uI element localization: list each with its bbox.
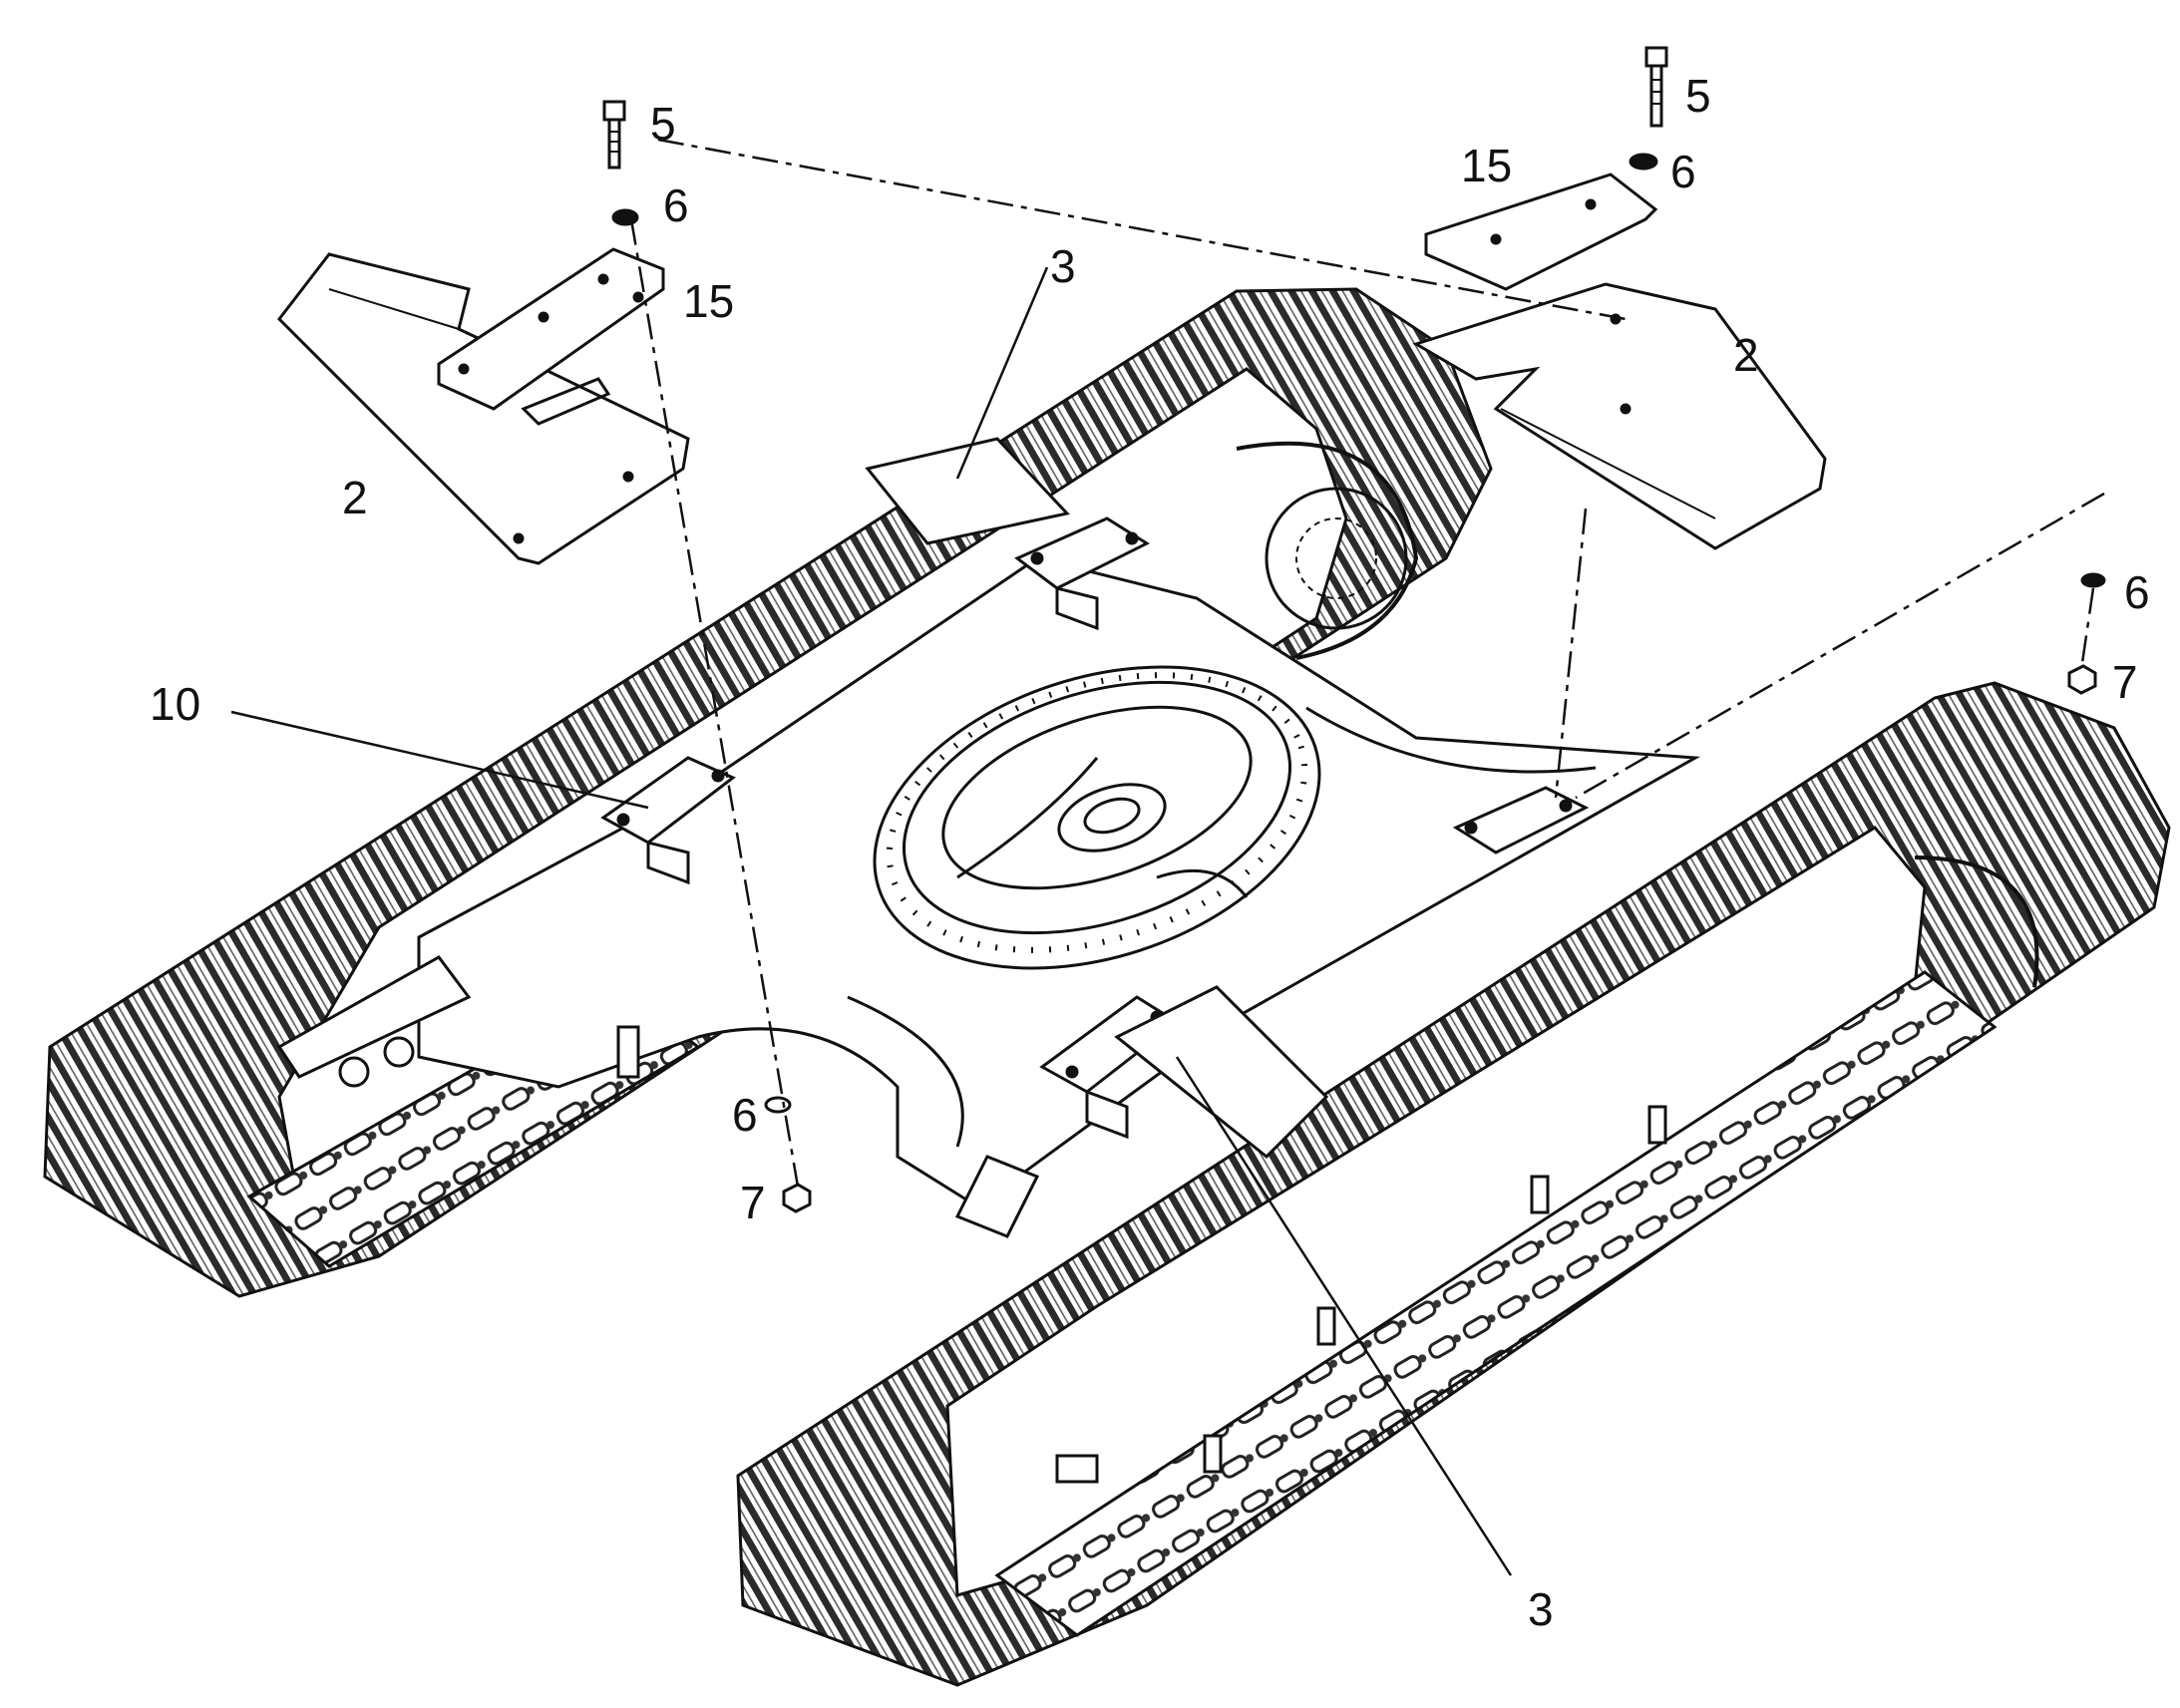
label-6-right-top: 6: [1670, 146, 1696, 197]
label-15-right: 15: [1461, 140, 1512, 191]
washer-6-right-side: [2080, 572, 2106, 588]
label-7-left: 7: [740, 1177, 766, 1228]
mount-bracket-rear: [1452, 786, 1590, 854]
carbody-front-curve: [847, 995, 964, 1148]
right-track-frame: [945, 826, 1927, 1597]
label-3-top: 3: [1050, 240, 1076, 292]
frame-bracket: [1316, 1306, 1336, 1346]
nut-7-left: [782, 1183, 812, 1213]
assembly-center-lines: [629, 138, 2105, 1188]
label-3-bottom: 3: [1528, 1583, 1554, 1635]
label-7-right: 7: [2112, 656, 2138, 708]
label-10: 10: [150, 678, 200, 730]
carbody-back-curve: [1305, 706, 1597, 774]
guard-plate-2-left: [277, 252, 690, 565]
frame-bracket: [1647, 1105, 1667, 1145]
washer-6-right-top: [1629, 153, 1658, 171]
right-idler-arc: [1914, 855, 2039, 988]
frame-bracket: [1203, 1434, 1223, 1474]
carbody-left-arm: [276, 955, 472, 1079]
label-5-left: 5: [650, 98, 676, 150]
leader-10: [230, 710, 649, 810]
left-idler-arc: [1236, 441, 1419, 660]
swing-bearing: [873, 665, 1321, 970]
leader-lines: [230, 266, 1513, 1576]
label-6-left-bottom: 6: [732, 1089, 758, 1141]
guard-plate-3-top: [865, 437, 1070, 545]
exploded-parts-left: [277, 100, 812, 1213]
mount-bracket-3-top: [1014, 516, 1151, 590]
shim-plate-15-right: [1424, 172, 1658, 291]
exploded-parts-right: [1412, 46, 2106, 695]
bearing-bolt-circle: [886, 672, 1308, 953]
label-15-left: 15: [683, 275, 734, 327]
guard-plate-2-right: [1412, 282, 1827, 550]
leader-3-bottom: [1175, 1056, 1513, 1576]
label-6-left-top: 6: [663, 179, 689, 231]
washer-6-left-top: [611, 208, 639, 226]
frame-bracket: [1055, 1454, 1099, 1484]
label-6-right-side: 6: [2124, 566, 2150, 618]
washer-6-left-bottom: [764, 1096, 792, 1114]
nut-7-right: [2067, 664, 2097, 695]
mount-brackets: [600, 516, 1590, 1140]
right-track-links: [994, 970, 1998, 1637]
carbody-right-arm: [954, 1155, 1040, 1238]
frame-bracket: [1530, 1175, 1550, 1214]
callout-labels: 5 6 15 2 3 10 6 7 5 6 15 2 6 7 3: [150, 70, 2150, 1635]
label-2-left: 2: [342, 472, 368, 523]
label-2-right: 2: [1733, 329, 1759, 381]
right-track-assembly: [736, 681, 2171, 1687]
bolt-5-left: [602, 100, 626, 170]
leader-3-top: [955, 266, 1049, 480]
mount-bracket-10: [600, 756, 736, 845]
shim-plate-15-left: [437, 247, 665, 411]
bolt-5-right: [1644, 46, 1668, 128]
label-5-right: 5: [1685, 70, 1711, 122]
